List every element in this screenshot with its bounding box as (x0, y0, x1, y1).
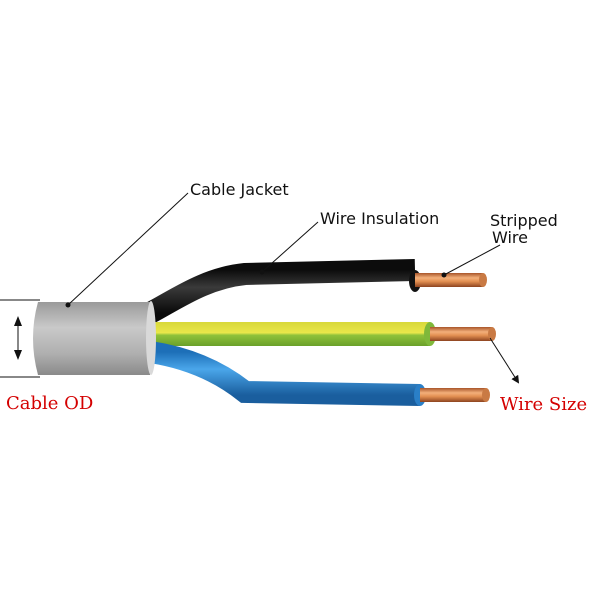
blue-wire (148, 341, 490, 406)
cable-jacket (33, 301, 156, 375)
stripped-wire-label-line2: Wire (492, 228, 528, 247)
cable-jacket-leader (67, 192, 189, 306)
wire-size-label: Wire Size (500, 394, 587, 415)
dimension-arrow-up-icon (14, 316, 22, 326)
green-yellow-wire (150, 322, 496, 346)
wire-insulation-label: Wire Insulation (320, 209, 439, 228)
green-yellow-copper-conductor (430, 327, 492, 341)
blue-copper-conductor (420, 388, 486, 402)
wire-size-leader (489, 337, 520, 384)
black-wire (144, 259, 487, 323)
cable-od-label: Cable OD (6, 393, 93, 414)
stripped-wire-leader (443, 244, 501, 276)
wire-insulation-leader (261, 221, 319, 273)
dimension-arrow-down-icon (14, 350, 22, 360)
cable-od-dimension (0, 299, 40, 378)
black-copper-conductor (415, 273, 483, 287)
cable-jacket-label: Cable Jacket (190, 180, 289, 199)
stripped-wire-label-line1: Stripped (490, 211, 558, 230)
leader-lines (65, 192, 520, 384)
